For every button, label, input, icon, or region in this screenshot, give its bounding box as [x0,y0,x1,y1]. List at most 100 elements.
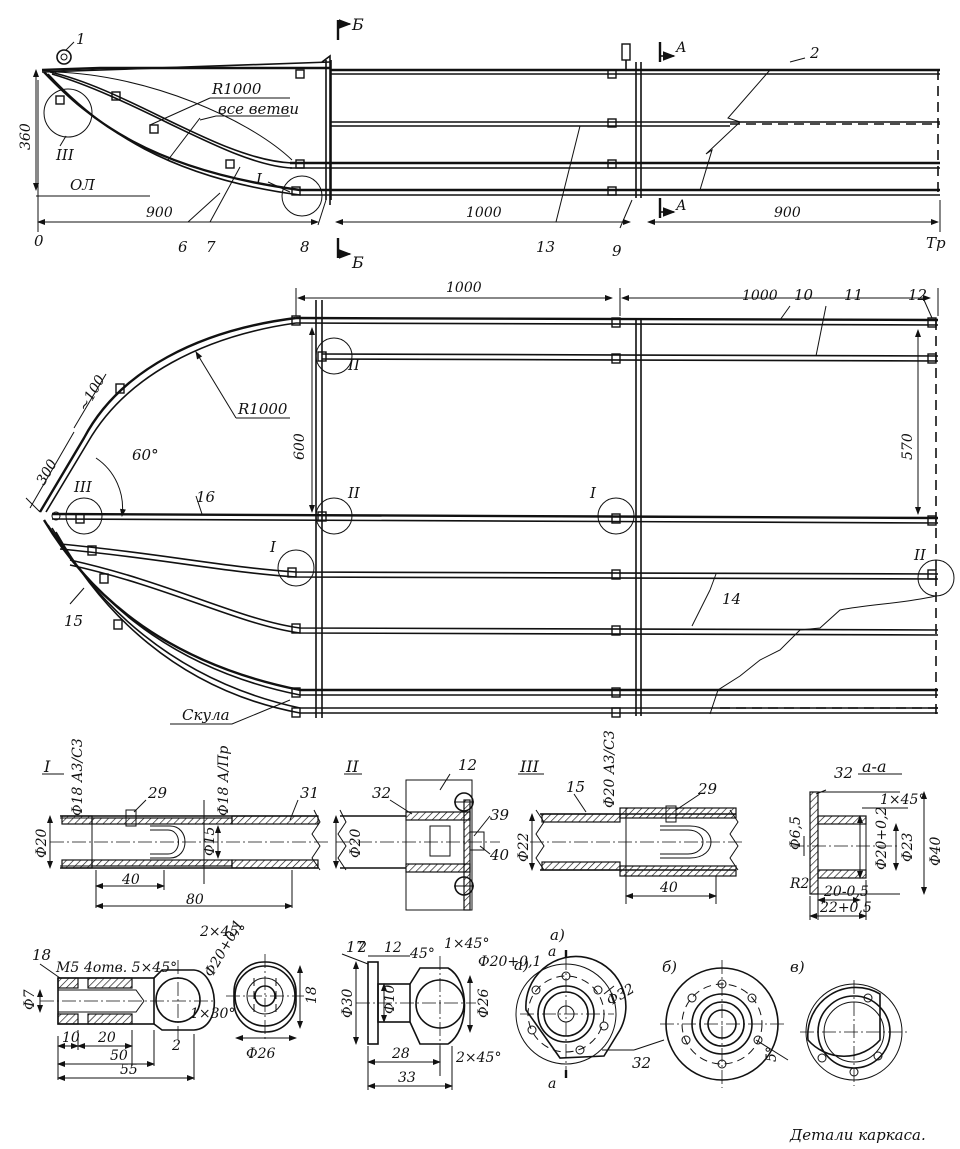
detail-I-part-29: 29 [147,784,168,802]
section-aa-chamfer: 1×45° [880,792,925,808]
part-16-label: 16 [196,488,216,506]
plan-dim-600: 600 [292,433,308,460]
part-6-label: 6 [178,238,188,256]
waterline-label: ОЛ [70,176,95,194]
plan-detail-I-left: I [269,538,277,556]
part-1-label: 1 [76,30,86,48]
part-18 [37,954,304,1081]
plan-dim-1000-left: 1000 [446,280,482,296]
part-17-chamfer: 1×45° [444,936,489,952]
part-8-label: 8 [300,238,310,256]
detail-II-part-40: 40 [489,846,510,864]
part-15-label: 15 [64,612,83,630]
part-9-label: 9 [612,242,622,260]
section-aa-dim-20: 20-0,5 [823,884,869,900]
part-18-dim-10: 10 [62,1030,80,1046]
plan-detail-II-mid: II [347,484,361,502]
figure-caption: Детали каркаса. [789,1126,926,1144]
plan-dim-1000-right: 1000 [742,288,778,304]
part-18-num: 18 [32,946,51,964]
part-10-label: 10 [794,286,814,304]
part-17-chamfer2: 2×45° [455,1050,501,1066]
plan-detail-II-top: II [347,356,361,374]
flange-d32: Ф32 [604,981,638,1010]
part-13-label: 13 [536,238,555,256]
section-aa-title: а-а [862,757,886,776]
flange-section-mark-top: а [548,944,556,960]
section-b-top: Б [351,15,364,34]
flanges [515,950,908,1088]
detail-III-mark: III [55,146,75,164]
detail-II-part-12: 12 [458,756,477,774]
detail-I-mark: I [255,170,263,188]
flange-a-label: а) [550,926,565,944]
plan-dim-570: 570 [900,433,916,460]
part-11-label: 11 [844,286,863,304]
detail-III-part-15: 15 [566,778,585,796]
detail-I-fit-left: Ф18 А3/С3 [70,738,86,816]
plan-detail-III: III [73,478,93,496]
detail-II-part-39: 39 [490,806,510,824]
section-b-bottom: Б [351,253,364,272]
detail-II [333,773,500,911]
plan-angle-label: 60° [132,446,159,464]
detail-III-title: III [519,757,540,776]
dim-1000: 1000 [466,205,502,221]
part-17-d10: Ф10 [382,984,398,1014]
side-view [33,19,941,259]
detail-I-dim-80: 80 [186,892,204,908]
detail-III-outer-d: Ф22 [516,832,532,862]
detail-I [42,773,330,909]
detail-I-inner-d: Ф15 [202,826,218,856]
part-18-dim-50: 50 [110,1048,128,1064]
flange-section-mark-bottom: а [548,1076,556,1092]
detail-III-fit: Ф20 А3/С3 [602,730,618,808]
radius-label: R1000 [211,80,262,98]
part-17-label-a: а) [514,956,529,974]
detail-III-dim-40: 40 [659,880,678,896]
part-17-dim-33: 33 [398,1070,416,1086]
dim-900-left: 900 [146,205,173,221]
origin-label: 0 [34,232,44,250]
part-17-dim-28: 28 [391,1046,410,1062]
flange-angle-5: 5° [764,1046,780,1062]
detail-I-title: I [43,757,51,776]
section-aa-d65: Ф6,5 [788,816,804,850]
part-17-num: 17 [346,938,366,956]
detail-III-part-29: 29 [697,780,718,798]
part-18-chamfer: 2×45° [199,924,245,940]
part-12-label: 12 [908,286,927,304]
detail-II-part-32: 32 [372,784,391,802]
part-17-d30: Ф30 [340,988,356,1018]
part-18-angle: 1×30° [190,1006,235,1022]
part-18-d26: Ф26 [246,1046,276,1062]
section-aa-r2: R2 [789,876,810,892]
all-branches-label: все ветви [218,100,299,118]
detail-III [518,773,744,904]
part-18-dim-20: 20 [97,1030,116,1046]
part-18-dim-2: 2 [171,1038,181,1054]
flange-part-32: 32 [632,1054,651,1072]
part-18-dim-18: 18 [304,986,320,1004]
flange-v-label: в) [790,958,805,976]
part-17-d26: Ф26 [476,988,492,1018]
section-aa-d20: Ф20+0,2 [874,806,890,870]
section-a-bottom: А [675,198,687,214]
section-aa-d40: Ф40 [928,836,944,866]
flange-b-label: б) [662,958,677,976]
part-17 [341,953,476,1090]
part-17-angle: 45° [409,946,435,962]
detail-I-part-31: 31 [300,784,319,802]
chine-label: Скула [182,706,230,724]
part-7-label: 7 [206,238,216,256]
dim-900-right: 900 [774,205,801,221]
part-17-dim-2: 2 [357,940,367,956]
dim-height-360: 360 [18,123,34,150]
section-aa-d23: Ф23 [900,832,916,862]
plan-view [25,288,955,725]
section-aa [790,773,927,920]
plan-detail-I-mid: I [589,484,597,502]
part-2-label: 2 [809,44,820,62]
plan-radius-label: R1000 [237,400,288,418]
